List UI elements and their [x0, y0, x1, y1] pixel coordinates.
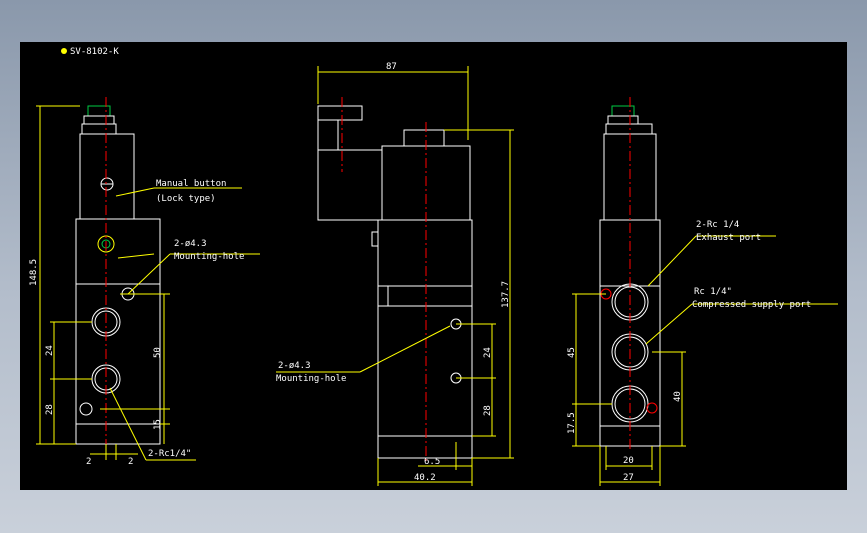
- dim-left-15: 15: [153, 419, 163, 430]
- dim-right-45: 45: [567, 347, 577, 358]
- cad-drawing-canvas: SV-8102-K: [20, 42, 847, 490]
- label-lock-type: (Lock type): [156, 194, 216, 204]
- label-rc-left: 2-Rc1/4": [148, 449, 191, 459]
- mounting-hole-lower-right: [646, 402, 658, 414]
- dim-left-2b: 2: [128, 457, 133, 467]
- label-exhaust-spec: 2-Rc 1/4: [696, 220, 739, 230]
- dim-left-24: 24: [45, 345, 55, 356]
- connector-housing-mid: [317, 149, 383, 221]
- dim-mid-height: 137.7: [501, 281, 511, 308]
- label-mounting-spec-left: 2-ø4.3: [174, 239, 207, 249]
- dim-right-27: 27: [623, 473, 634, 483]
- dim-left-28: 28: [45, 404, 55, 415]
- dim-right-17-5: 17.5: [567, 412, 577, 434]
- label-manual-button: Manual button: [156, 179, 226, 189]
- dim-left-height: 148.5: [29, 259, 39, 286]
- dim-left-50: 50: [153, 347, 163, 358]
- dim-right-20: 20: [623, 456, 634, 466]
- label-mounting-spec-mid: 2-ø4.3: [278, 361, 311, 371]
- label-mounting-hole-left: Mounting-hole: [174, 252, 244, 262]
- coil-top-mid: [403, 129, 445, 147]
- title-bullet-icon: [61, 48, 67, 54]
- valve-body-left: [75, 218, 161, 445]
- dim-mid-6-5: 6.5: [424, 457, 440, 467]
- dim-mid-24: 24: [483, 347, 493, 358]
- label-supply-port: Compressed supply port: [692, 300, 811, 310]
- middle-dimensions: [276, 66, 514, 486]
- dim-mid-40-2: 40.2: [414, 473, 436, 483]
- dim-mid-28: 28: [483, 405, 493, 416]
- label-supply-spec: Rc 1/4": [694, 287, 732, 297]
- connector-ring-left: [83, 115, 115, 125]
- valve-body-mid: [377, 219, 473, 459]
- connector-cap-right: [611, 105, 635, 117]
- label-exhaust-port: Exhaust port: [696, 233, 761, 243]
- middle-view: [317, 105, 473, 459]
- mounting-hole-lower-left: [79, 402, 93, 416]
- label-mounting-hole-mid: Mounting-hole: [276, 374, 346, 384]
- connector-cap-left: [87, 105, 111, 117]
- dim-mid-width: 87: [386, 62, 397, 72]
- drawing-title: SV-8102-K: [70, 47, 119, 57]
- left-dimensions: [36, 105, 260, 461]
- valve-drawing: SV-8102-K: [29, 47, 838, 486]
- connector-neck-mid: [317, 119, 339, 151]
- connector-head-mid: [317, 105, 363, 121]
- connector-nut-left: [81, 123, 117, 135]
- dim-right-40: 40: [673, 391, 683, 402]
- coil-body-left: [79, 133, 135, 220]
- right-dimensions: [572, 235, 838, 486]
- dim-left-2a: 2: [86, 457, 91, 467]
